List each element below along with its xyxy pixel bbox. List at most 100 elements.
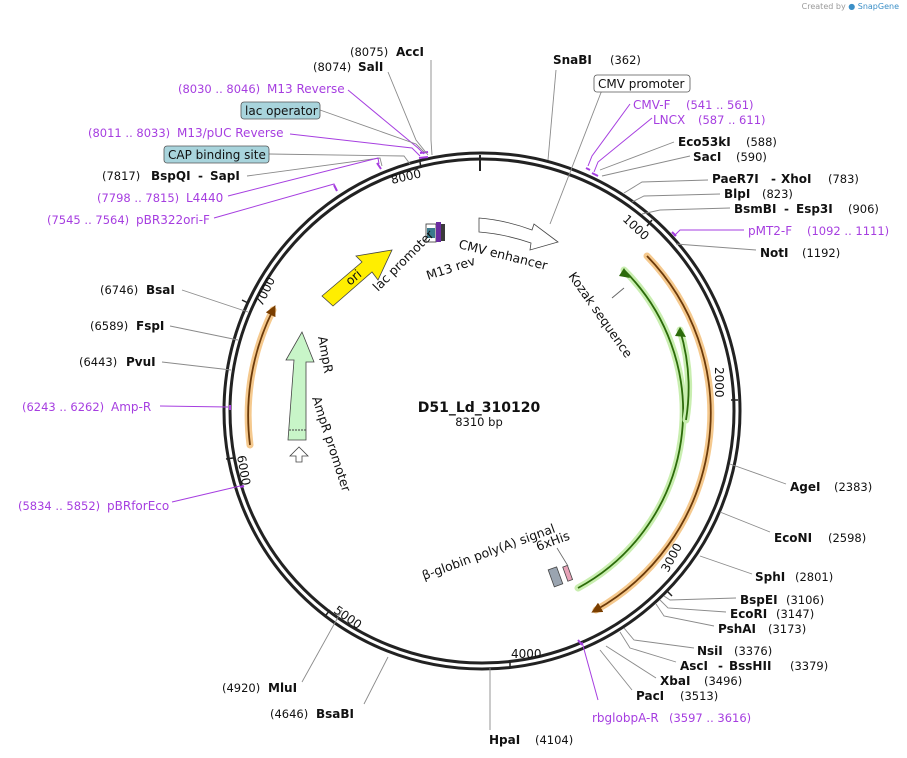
primer-CMV-F[interactable]: CMV-F (541 .. 561) xyxy=(587,98,754,167)
polya-feature: 6xHis β-globin poly(A) signal xyxy=(420,521,574,588)
orf-green-small xyxy=(675,326,693,424)
site-SphI[interactable]: SphI (2801) xyxy=(699,555,833,584)
site-position: (3173) xyxy=(768,622,806,636)
site-BspEI[interactable]: BspEI (3106) xyxy=(663,593,824,607)
site-BspQI-SapI[interactable]: (7817) BspQI - SapI xyxy=(102,157,383,183)
primer-Amp-R[interactable]: (6243 .. 6262) Amp-R xyxy=(22,400,229,414)
site-FspI[interactable]: (6589) FspI xyxy=(90,319,239,341)
cap-binding-site-box[interactable]: CAP binding site xyxy=(163,145,411,165)
site-PvuI[interactable]: (6443) PvuI xyxy=(79,355,232,371)
primer-name: CMV-F xyxy=(633,98,671,112)
primer-position: (5834 .. 5852) xyxy=(18,499,100,513)
site-position: (2801) xyxy=(795,570,833,584)
site-position: (588) xyxy=(746,135,777,149)
site-position: (4104) xyxy=(535,733,573,747)
ampr-label: AmpR xyxy=(315,335,336,375)
site-NsiI[interactable]: NsiI (3376) xyxy=(623,627,772,658)
cmv-promoter-box[interactable]: CMV promoter xyxy=(549,74,691,225)
site-name: Eco53kI xyxy=(678,135,731,149)
tick-label: 5000 xyxy=(331,603,364,632)
site-AscI-BssHII[interactable]: AscI - BssHII (3379) xyxy=(619,631,828,673)
primer-name: M13 Reverse xyxy=(267,82,345,96)
m13-rev-label: M13 rev xyxy=(424,253,477,283)
site-BlpI[interactable]: BlpI (823) xyxy=(631,187,793,203)
site-Eco53kI[interactable]: Eco53kI (588) xyxy=(599,135,777,171)
site-PshAI[interactable]: PshAI (3173) xyxy=(655,603,806,636)
primer-M13-Reverse[interactable]: (8030 .. 8046) M13 Reverse xyxy=(178,82,425,155)
primer-name: pMT2-F xyxy=(748,224,792,238)
site-name: MluI xyxy=(268,681,297,695)
site-name: NotI xyxy=(760,246,789,260)
site-position: (362) xyxy=(610,53,641,67)
primer-L4440[interactable]: (7798 .. 7815) L4440 xyxy=(97,157,380,205)
primer-pBR322ori-F[interactable]: (7545 .. 7564) pBR322ori-F xyxy=(47,183,337,227)
primer-position: (7798 .. 7815) xyxy=(97,191,179,205)
site-name: SalI xyxy=(358,60,383,74)
snapgene-logo-icon: ● xyxy=(848,2,856,11)
site-BsaBI[interactable]: (4646) BsaBI xyxy=(270,656,389,721)
primer-position: (541 .. 561) xyxy=(686,98,754,112)
primer-M13-pUC-Reverse[interactable]: (8011 .. 8033) M13/pUC Reverse xyxy=(88,126,421,157)
site-name: BspEI xyxy=(740,593,778,607)
tick-label: 6000 xyxy=(234,454,253,487)
site-position: (6746) xyxy=(100,283,138,297)
site-HpaI[interactable]: HpaI (4104) xyxy=(489,668,573,747)
primer-LNCX[interactable]: LNCX (587 .. 611) xyxy=(593,113,766,173)
primer-rbglobpA-R[interactable]: rbglobpA-R (3597 .. 3616) xyxy=(581,641,751,725)
site-position: (8074) xyxy=(313,60,351,74)
site-name: PaeR7I xyxy=(712,172,759,186)
site-name: SnaBI xyxy=(553,53,592,67)
site-position: (1192) xyxy=(802,246,840,260)
site-position: (8075) xyxy=(350,45,388,59)
site-BsaI[interactable]: (6746) BsaI xyxy=(100,283,249,313)
primer-name: LNCX xyxy=(653,113,685,127)
site-position: (906) xyxy=(848,202,879,216)
site-XbaI[interactable]: XbaI (3496) xyxy=(605,645,742,688)
primer-pBRforEco[interactable]: (5834 .. 5852) pBRforEco xyxy=(18,485,241,513)
backbone xyxy=(222,151,742,671)
site-position: (3106) xyxy=(786,593,824,607)
primer-position: (8030 .. 8046) xyxy=(178,82,260,96)
site-EcoNI[interactable]: EcoNI (2598) xyxy=(719,511,866,545)
site-SnaBI[interactable]: SnaBI (362) xyxy=(547,53,641,161)
site-name: PacI xyxy=(636,689,664,703)
site-position: (3496) xyxy=(704,674,742,688)
primer-pMT2-F[interactable]: pMT2-F (1092 .. 1111) xyxy=(673,224,889,238)
site-sep: - xyxy=(784,202,789,216)
site-sep: - xyxy=(718,659,723,673)
primer-position: (3597 .. 3616) xyxy=(669,711,751,725)
tick-label: 8000 xyxy=(390,166,423,187)
site-PaeR7I-XhoI[interactable]: PaeR7I - XhoI (783) xyxy=(623,172,859,194)
site-BsmBI-Esp3I[interactable]: BsmBI - Esp3I (906) xyxy=(641,202,879,216)
plasmid-length: 8310 bp xyxy=(455,415,503,429)
primer-name: rbglobpA-R xyxy=(592,711,659,725)
orf-orange-outer xyxy=(591,252,715,614)
site-position: (4646) xyxy=(270,707,308,721)
site-name: AscI xyxy=(680,659,708,673)
primer-name: L4440 xyxy=(186,191,223,205)
site-name: EcoNI xyxy=(774,531,812,545)
site-name: BssHII xyxy=(729,659,771,673)
site-name: PshAI xyxy=(718,622,756,636)
site-PacI[interactable]: PacI (3513) xyxy=(599,649,718,703)
site-position: (6443) xyxy=(79,355,117,369)
site-AgeI[interactable]: AgeI (2383) xyxy=(729,463,872,494)
site-position: (3147) xyxy=(776,607,814,621)
site-name: FspI xyxy=(136,319,164,333)
site-MluI[interactable]: (4920) MluI xyxy=(222,609,343,695)
site-position: (590) xyxy=(736,150,767,164)
site-EcoRI[interactable]: EcoRI (3147) xyxy=(659,599,814,621)
site-SalI[interactable]: (8074) SalI xyxy=(313,60,429,156)
site-position: (6589) xyxy=(90,319,128,333)
polya-label: β-globin poly(A) signal xyxy=(420,521,557,583)
site-name: BlpI xyxy=(724,187,750,201)
site-SacI[interactable]: SacI (590) xyxy=(601,150,767,177)
orf-green-large xyxy=(574,266,687,592)
site-NotI[interactable]: NotI (1192) xyxy=(675,243,840,260)
site-AccI[interactable]: (8075) AccI xyxy=(350,45,433,156)
site-name: PvuI xyxy=(126,355,156,369)
primer-position: (7545 .. 7564) xyxy=(47,213,129,227)
lac-operator-box[interactable]: lac operator xyxy=(240,101,425,153)
tick-label: 7000 xyxy=(252,275,278,309)
site-name: EcoRI xyxy=(730,607,767,621)
